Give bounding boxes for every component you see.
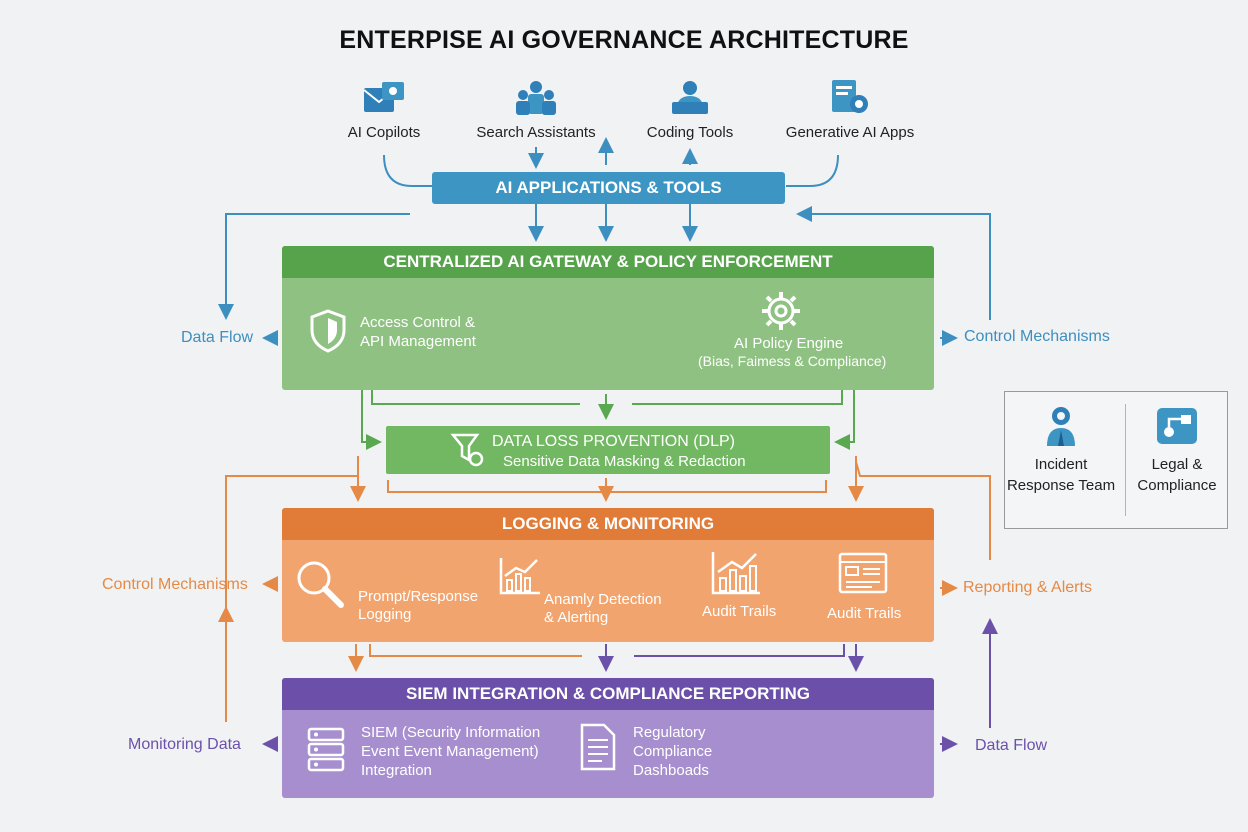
- dashboard-icon: [838, 552, 888, 594]
- label-reporting-right: Reporting & Alerts: [963, 579, 1092, 596]
- shield-icon: [310, 309, 346, 353]
- regulatory-line3: Dashboads: [633, 762, 709, 779]
- app-ai-copilots: AI Copilots: [299, 78, 469, 141]
- server-icon: [307, 727, 345, 772]
- gear-icon: [762, 292, 800, 330]
- magnifier-icon: [297, 561, 344, 608]
- siem-header: SIEM INTEGRATION & COMPLIANCE REPORTING: [282, 678, 934, 710]
- app-label: Coding Tools: [646, 124, 734, 141]
- app-search-assistants: Search Assistants: [451, 78, 621, 141]
- dlp-title: DATA LOSS PROVENTION (DLP): [492, 433, 736, 450]
- regulatory-line2: Compliance: [633, 743, 713, 760]
- team-incident-response: Incident Response Team: [1005, 404, 1117, 496]
- team-legal-line1: Legal &: [1151, 456, 1203, 473]
- logging-header: LOGGING & MONITORING: [282, 508, 934, 540]
- siem-line1: SIEM (Security Information: [361, 724, 541, 741]
- users-icon: [516, 81, 556, 115]
- teams-card: Incident Response Team Legal & Complianc…: [1004, 391, 1228, 529]
- app-coding-tools: Coding Tools: [605, 78, 775, 141]
- app-generative-ai: Generative AI Apps: [765, 78, 935, 141]
- dlp-block: DATA LOSS PROVENTION (DLP) Sensitive Dat…: [386, 426, 830, 474]
- access-control-line1: Access Control &: [360, 314, 476, 331]
- team-incident-line2: Response Team: [1006, 477, 1116, 494]
- dlp-subtitle: Sensitive Data Masking & Redaction: [503, 453, 746, 470]
- label-control-right: Control Mechanisms: [964, 328, 1110, 345]
- app-label: Search Assistants: [476, 124, 596, 141]
- document-gear-icon: [832, 80, 868, 113]
- label-data-flow-left: Data Flow: [181, 329, 254, 346]
- logging-item2-line1: Anamly Detection: [544, 591, 662, 608]
- logging-item3-label: Audit Trails: [702, 603, 777, 620]
- team-legal-line2: Compliance: [1137, 477, 1217, 494]
- label-data-flow-right: Data Flow: [975, 737, 1048, 754]
- label-control-left: Control Mechanisms: [102, 576, 248, 593]
- teams-divider: [1125, 404, 1126, 516]
- developer-icon: [672, 81, 708, 114]
- trend-chart-icon: [499, 558, 540, 595]
- policy-engine-title: AI Policy Engine: [734, 335, 844, 352]
- siem-line2: Event Event Management): [361, 743, 539, 760]
- logging-block: LOGGING & MONITORING Prompt/Response Log…: [282, 508, 934, 642]
- app-label: Generative AI Apps: [785, 124, 915, 141]
- legal-flow-icon: [1157, 408, 1197, 444]
- gateway-header: CENTRALIZED AI GATEWAY & POLICY ENFORCEM…: [282, 246, 934, 278]
- envelope-icon: [363, 82, 404, 112]
- regulatory-line1: Regulatory: [633, 724, 706, 741]
- team-incident-line1: Incident: [1034, 456, 1088, 473]
- access-control-line2: API Management: [360, 333, 476, 350]
- logging-item4-label: Audit Trails: [827, 605, 902, 622]
- diagram-title: ENTERPISE AI GOVERNANCE ARCHITECTURE: [339, 26, 909, 54]
- team-legal-compliance: Legal & Compliance: [1121, 404, 1233, 496]
- policy-engine-subtitle: (Bias, Faimess & Compliance): [698, 353, 887, 369]
- incident-team-icon: [1047, 407, 1075, 446]
- app-label: AI Copilots: [347, 124, 421, 141]
- filter-icon: [450, 433, 484, 467]
- report-icon: [580, 723, 616, 771]
- logging-item2-line2: & Alerting: [544, 609, 609, 626]
- siem-line3: Integration: [361, 762, 432, 779]
- label-monitoring-left: Monitoring Data: [128, 736, 241, 753]
- applications-bar: AI APPLICATIONS & TOOLS: [432, 172, 785, 204]
- logging-item1-line2: Logging: [358, 606, 412, 623]
- bar-chart-icon: [711, 552, 760, 595]
- gateway-block: CENTRALIZED AI GATEWAY & POLICY ENFORCEM…: [282, 246, 934, 390]
- siem-block: SIEM INTEGRATION & COMPLIANCE REPORTING …: [282, 678, 934, 798]
- logging-item1-line1: Prompt/Response: [358, 588, 479, 605]
